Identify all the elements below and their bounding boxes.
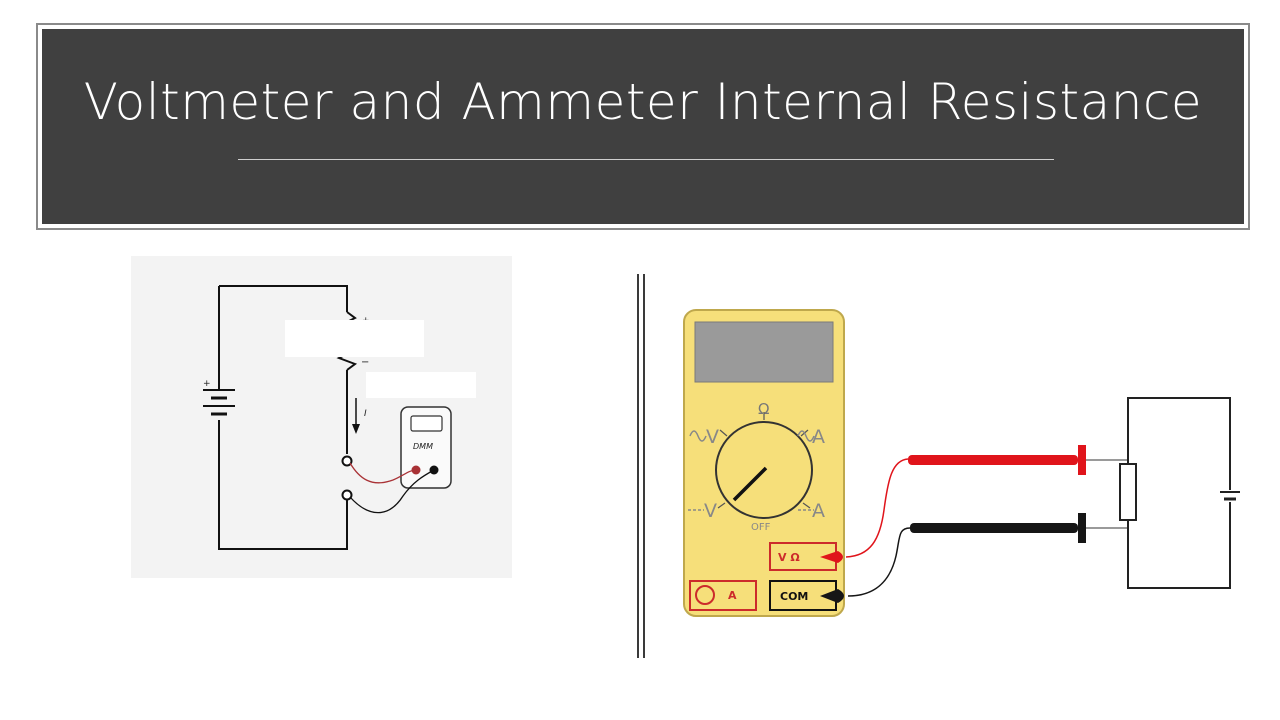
title-banner: Voltmeter and Ammeter Internal Resistanc… <box>36 23 1250 230</box>
dmm-black-lead <box>349 469 435 514</box>
red-lead-plug <box>820 551 843 563</box>
current-arrow-head <box>352 424 360 434</box>
black-lead-cable <box>847 527 911 597</box>
black-lead-plug <box>820 589 844 603</box>
dial-tick-lower-left <box>717 502 726 509</box>
dial-off-label: OFF <box>751 522 771 533</box>
port-a-jack <box>695 585 715 605</box>
dial-ac-amp-label: A <box>812 426 825 448</box>
black-probe-guard <box>1078 513 1086 543</box>
multimeter-illustration: Ω V A V A OFF V Ω COM A <box>683 309 1240 617</box>
terminal-upper <box>341 455 353 467</box>
title-underline <box>238 159 1054 160</box>
dial-ac-volt-label: V <box>706 426 719 448</box>
current-label: I <box>364 409 367 419</box>
multimeter-panel: Ω V A V A OFF V Ω COM A <box>660 300 1260 630</box>
dmm-red-lead <box>349 462 417 484</box>
test-circuit-resistor <box>1119 463 1137 521</box>
dial-tick-lower-right <box>802 502 811 509</box>
series-circuit-schematic: + − + I DMM <box>203 285 476 550</box>
battery-plus-label: + <box>203 379 211 389</box>
resistor-minus-label: − <box>361 357 369 368</box>
red-probe-guard <box>1078 445 1086 475</box>
dial-ohm-label: Ω <box>758 400 769 418</box>
dmm-display <box>410 415 443 432</box>
title-banner-fill: Voltmeter and Ammeter Internal Resistanc… <box>42 29 1244 224</box>
panel-divider-right <box>643 274 645 658</box>
black-probe-grip <box>910 523 1078 533</box>
ac-wave-icon-right <box>797 430 815 442</box>
dial-tick-upper-left <box>719 429 728 437</box>
resistor-label-box <box>285 320 424 357</box>
dial-dc-amp-label: A <box>812 500 825 522</box>
schematic-panel: + − + I DMM <box>131 256 512 578</box>
red-lead-cable <box>845 458 909 558</box>
red-probe-grip <box>908 455 1078 465</box>
dial-dc-volt-label: V <box>704 500 717 522</box>
port-a-label: A <box>728 589 737 602</box>
ac-wave-icon-left <box>689 430 707 442</box>
circuit-wire-left-lower <box>218 420 348 550</box>
port-v-ohm-label: V Ω <box>778 551 800 564</box>
port-com-label: COM <box>780 590 808 603</box>
terminal-lower <box>341 489 353 501</box>
multimeter-screen <box>694 321 834 383</box>
dmm-label: DMM <box>413 442 433 451</box>
selector-pointer <box>732 466 768 502</box>
test-circuit-wire <box>1127 397 1231 589</box>
slide-title: Voltmeter and Ammeter Internal Resistanc… <box>83 73 1203 131</box>
panel-divider-left <box>637 274 639 658</box>
circuit-wire-top <box>219 285 348 312</box>
port-a-box[interactable] <box>689 580 757 611</box>
current-label-box <box>366 372 476 398</box>
